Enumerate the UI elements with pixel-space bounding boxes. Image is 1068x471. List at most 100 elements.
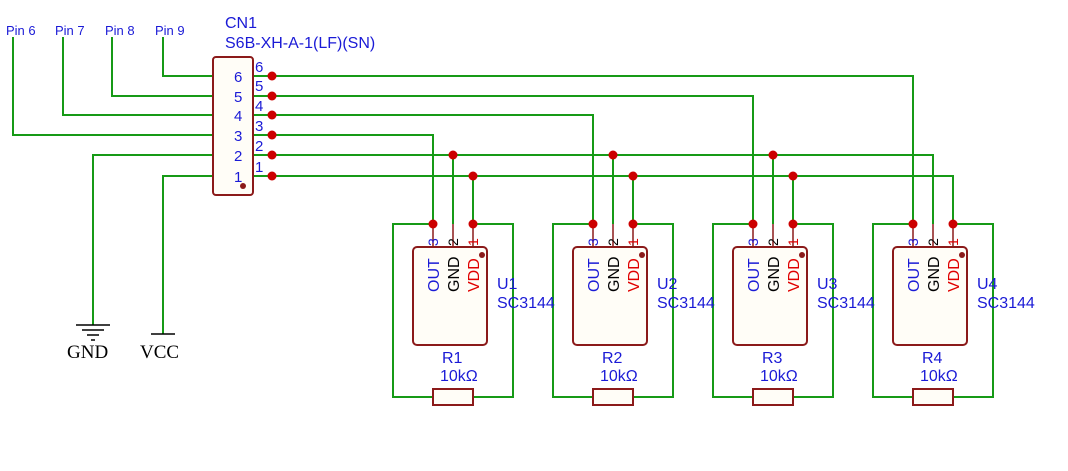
net-label-pin8: Pin 8 [105, 23, 135, 38]
ground-symbol: GND [67, 324, 110, 363]
gnd-label: GND [67, 342, 108, 363]
connector-pin-num-6: 6 [255, 59, 263, 76]
sensor-u2-body [572, 246, 648, 346]
resistor-r3: R3 10kΩ [752, 350, 798, 406]
sensor-u3-body [732, 246, 808, 346]
sensor-u4-pin-vdd: VDD [946, 258, 963, 292]
connector-pin-name-3: 3 [234, 128, 242, 145]
sensor-u2-pin1-marker [639, 252, 645, 258]
sensor-u4-pin-num-1: 1 [945, 238, 961, 246]
junction-u1-vdd [468, 219, 478, 229]
connector-pin1-marker [240, 183, 246, 189]
sensor-u2-pin-num-3: 3 [585, 238, 601, 246]
connector-pin-name-4: 4 [234, 108, 242, 125]
junction-gnd-u1 [448, 150, 458, 160]
wire-gnd-drop [92, 154, 240, 325]
junction-vcc-u2 [628, 171, 638, 181]
wire-r3-left [712, 223, 753, 398]
sensor-u1-body [412, 246, 488, 346]
wire-vcc-bus [240, 175, 954, 224]
connector-pin-num-4: 4 [255, 98, 263, 115]
connector-pin-name-1: 1 [234, 169, 242, 186]
resistor-r3-body [752, 388, 794, 406]
connector-pin-num-2: 2 [255, 138, 263, 155]
wire-gnd-bus [240, 154, 934, 224]
sensor-u4-ref: U4 [977, 276, 998, 293]
sensor-u3-ref: U3 [817, 276, 838, 293]
sensor-u3-pin-gnd: GND [766, 256, 783, 292]
connector-pin-name-2: 2 [234, 148, 242, 165]
connector-ref: CN1 [225, 15, 257, 32]
sensor-u4-pin-out: OUT [906, 258, 923, 292]
sensor-u1: 3 2 1 OUT GND VDD U1 SC3144 [412, 224, 555, 346]
junction-u4-vdd [948, 219, 958, 229]
net-label-pin7: Pin 7 [55, 23, 85, 38]
sensor-u4-pin-num-2: 2 [925, 238, 941, 246]
resistor-r3-ref: R3 [762, 350, 783, 367]
sensor-u3-part: SC3144 [817, 295, 875, 312]
wire-r2-right [633, 223, 674, 398]
sensor-u2-ref: U2 [657, 276, 678, 293]
junction-cn1-pin5 [267, 91, 277, 101]
sensor-u3-pin-out: OUT [746, 258, 763, 292]
sensor-u3-pin-num-2: 2 [765, 238, 781, 246]
resistor-r1-value: 10kΩ [440, 368, 478, 385]
resistor-r2-value: 10kΩ [600, 368, 638, 385]
connector-part: S6B-XH-A-1(LF)(SN) [225, 35, 375, 52]
junction-cn1-pin6 [267, 71, 277, 81]
wire-vcc-drop [162, 175, 240, 334]
wire-r4-left [872, 223, 913, 398]
resistor-r2: R2 10kΩ [592, 350, 638, 406]
connector-pin-num-3: 3 [255, 118, 263, 135]
junction-cn1-pin2 [267, 150, 277, 160]
connector-pin-name-5: 5 [234, 89, 242, 106]
wire-pin6 [12, 37, 240, 136]
wire-r4-right [953, 223, 994, 398]
sensor-u2-pin-gnd: GND [606, 256, 623, 292]
sensor-u3: 3 2 1 OUT GND VDD U3 SC3144 [732, 224, 875, 346]
resistor-r2-body [592, 388, 634, 406]
connector-pin-num-5: 5 [255, 78, 263, 95]
sensor-u1-pin-num-3: 3 [425, 238, 441, 246]
junction-u4-out [908, 219, 918, 229]
wire-out-u4 [240, 75, 914, 224]
sensor-u4-pin-num-3: 3 [905, 238, 921, 246]
sensor-u2-pin-out: OUT [586, 258, 603, 292]
junction-cn1-pin3 [267, 130, 277, 140]
connector-cn1: CN1 S6B-XH-A-1(LF)(SN) 6 5 4 3 2 1 6 5 4… [212, 15, 375, 196]
resistor-r4-value: 10kΩ [920, 368, 958, 385]
connector-pin-num-1: 1 [255, 159, 263, 176]
sensor-u3-pin-num-3: 3 [745, 238, 761, 246]
net-label-pin9: Pin 9 [155, 23, 185, 38]
wire-out-u1 [240, 134, 434, 224]
sensor-u1-ref: U1 [497, 276, 518, 293]
sensor-u4-body [892, 246, 968, 346]
junction-u2-vdd [628, 219, 638, 229]
resistor-r1-ref: R1 [442, 350, 463, 367]
wire-r3-right [793, 223, 834, 398]
junction-u2-out [588, 219, 598, 229]
sensor-u4-part: SC3144 [977, 295, 1035, 312]
junction-gnd-u2 [608, 150, 618, 160]
junction-cn1-pin1 [267, 171, 277, 181]
wire-r1-left [392, 223, 433, 398]
sensor-u1-pin-gnd: GND [446, 256, 463, 292]
sensor-u1-pin-num-2: 2 [445, 238, 461, 246]
resistor-r1: R1 10kΩ [432, 350, 478, 406]
connector-body [212, 56, 254, 196]
junction-u3-out [748, 219, 758, 229]
wire-pin7 [62, 37, 240, 116]
resistor-r4: R4 10kΩ [912, 350, 958, 406]
wire-r1-right [473, 223, 514, 398]
net-labels: Pin 6 Pin 7 Pin 8 Pin 9 [6, 23, 185, 38]
sensor-u3-pin-vdd: VDD [786, 258, 803, 292]
junction-vcc-u1 [468, 171, 478, 181]
junction-gnd-u3 [768, 150, 778, 160]
vcc-symbol: VCC [140, 333, 179, 363]
vcc-label: VCC [140, 342, 179, 363]
sensor-u2-pin-num-2: 2 [605, 238, 621, 246]
resistor-r2-ref: R2 [602, 350, 623, 367]
wire-out-u2 [240, 114, 594, 224]
